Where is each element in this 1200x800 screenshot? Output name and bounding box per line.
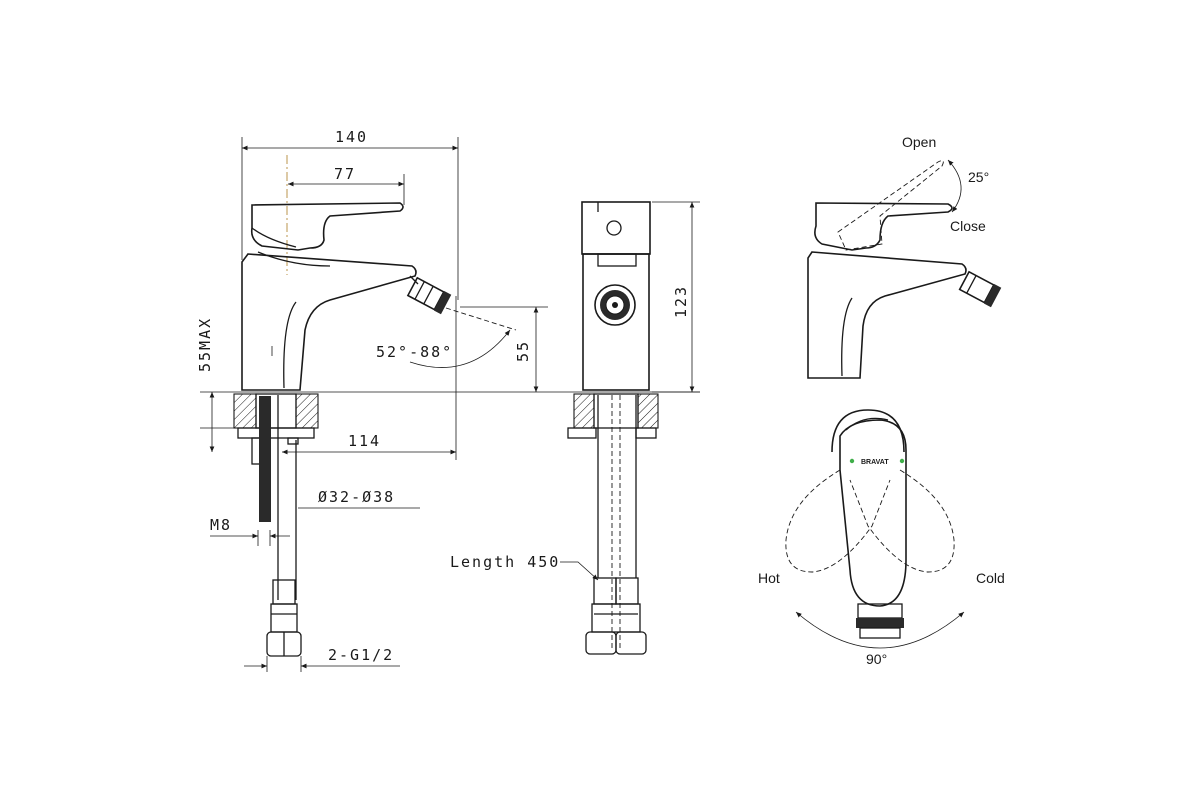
front-view: 123 Length 450: [450, 201, 700, 655]
label-cold: Cold: [976, 570, 1005, 586]
dim-angle-label: 52°-88°: [376, 343, 453, 361]
dim-123-label: 123: [672, 285, 690, 318]
label-90-degrees: 90°: [866, 651, 887, 667]
faucet-body: [241, 253, 417, 391]
dim-140-label: 140: [335, 128, 368, 146]
dim-55max-label: 55MAX: [196, 317, 214, 372]
side-view: 140 77 52°-88° 55: [196, 128, 560, 672]
nozzle-front: [594, 284, 636, 326]
dim-77-label: 77: [334, 165, 356, 183]
top-view: BRAVAT Hot Cold 90°: [758, 409, 1005, 667]
dim-g12-label: 2-G1/2: [328, 646, 394, 664]
lever-handle: [250, 202, 404, 251]
bidet-nozzle: [406, 276, 452, 315]
brand-logo: BRAVAT: [861, 459, 889, 466]
label-open: Open: [902, 134, 936, 150]
label-25-degrees: 25°: [968, 169, 989, 185]
operation-view: Open 25° Close: [807, 134, 1002, 379]
label-close: Close: [950, 218, 986, 234]
dim-diameter-label: Ø32-Ø38: [318, 488, 395, 506]
dim-55-label: 55: [514, 340, 532, 362]
dim-114-label: 114: [348, 432, 381, 450]
label-hot: Hot: [758, 570, 780, 586]
dim-length-label: Length 450: [450, 553, 560, 571]
dim-m8-label: M8: [210, 516, 232, 534]
